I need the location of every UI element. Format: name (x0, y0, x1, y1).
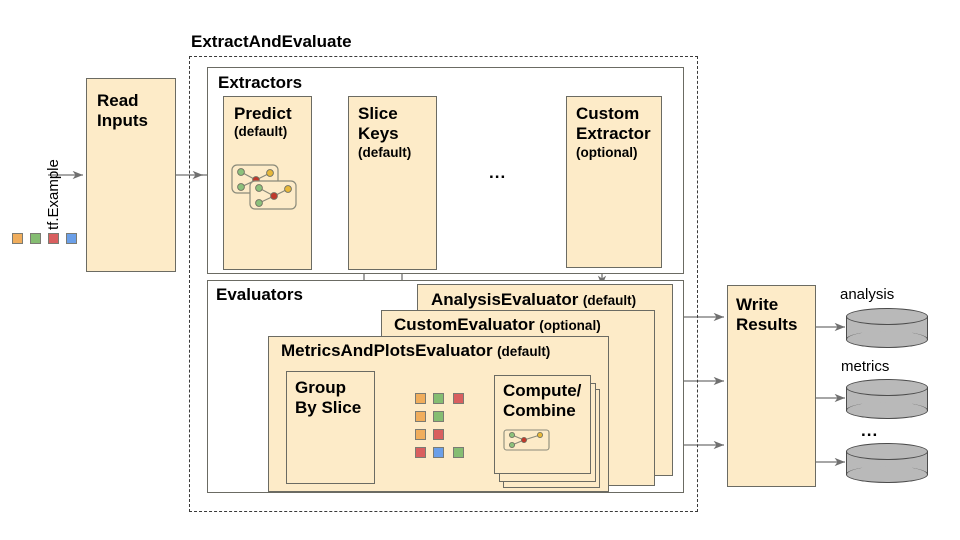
extract-and-evaluate-group (189, 56, 698, 512)
metrics-and-plots-evaluator-title: MetricsAndPlotsEvaluator (281, 341, 493, 360)
legend-square (12, 233, 23, 244)
legend-square (30, 233, 41, 244)
slice-square (415, 429, 426, 440)
extractors-title: Extractors (218, 73, 303, 92)
custom-evaluator-title: CustomEvaluator (394, 315, 535, 334)
analysis-evaluator-title: AnalysisEvaluator (431, 290, 579, 309)
output-label-analysis: analysis (840, 286, 895, 303)
node-read-inputs[interactable]: Read Inputs (86, 78, 176, 272)
read-inputs-title: Read Inputs (97, 91, 148, 130)
slice-color-grid (415, 393, 479, 465)
custom-extractor-title: Custom Extractor (576, 104, 651, 143)
datastore-other[interactable] (846, 443, 928, 483)
node-custom-extractor[interactable]: Custom Extractor (optional) (566, 96, 662, 268)
input-label-text: tf.Example (45, 159, 62, 230)
legend-square (48, 233, 59, 244)
custom-evaluator-note: (optional) (539, 318, 601, 333)
slice-square (453, 447, 464, 458)
node-slice-keys[interactable]: Slice Keys (default) (348, 96, 437, 270)
predict-title: Predict (234, 104, 292, 123)
slice-keys-note: (default) (358, 145, 412, 160)
slice-square (415, 393, 426, 404)
node-group-by-slice[interactable]: Group By Slice (286, 371, 375, 484)
slice-square (415, 411, 426, 422)
slice-square (433, 429, 444, 440)
slice-square (453, 393, 464, 404)
extractors-ellipsis: ... (489, 163, 507, 182)
custom-extractor-note: (optional) (576, 145, 638, 160)
metrics-and-plots-evaluator-note: (default) (497, 344, 551, 359)
legend-squares (12, 233, 82, 249)
input-label: tf.Example (45, 159, 62, 230)
slice-square (433, 411, 444, 422)
legend-square (66, 233, 77, 244)
node-metrics-and-plots-evaluator[interactable]: MetricsAndPlotsEvaluator (default) Group… (268, 336, 609, 492)
slice-square (433, 393, 444, 404)
slice-square (433, 447, 444, 458)
node-predict[interactable]: Predict (default) (223, 96, 312, 270)
analysis-evaluator-note: (default) (582, 293, 637, 308)
group-by-slice-title: Group By Slice (295, 378, 362, 417)
compute-combine-title: Compute/ Combine (503, 381, 582, 420)
plot-graph-icon (503, 429, 550, 451)
datastore-analysis[interactable] (846, 308, 928, 348)
node-compute-combine[interactable]: Compute/ Combine (494, 375, 591, 474)
write-results-title: Write Results (736, 295, 798, 334)
evaluators-title: Evaluators (216, 285, 303, 304)
node-write-results[interactable]: Write Results (727, 285, 816, 487)
model-graph-icon (231, 164, 297, 210)
predict-note: (default) (234, 124, 288, 139)
output-label-ellipsis: ... (861, 421, 879, 440)
slice-keys-title: Slice Keys (358, 104, 399, 143)
datastore-metrics[interactable] (846, 379, 928, 419)
group-title-extract-and-evaluate: ExtractAndEvaluate (191, 32, 352, 51)
slice-square (415, 447, 426, 458)
output-label-metrics: metrics (841, 358, 890, 375)
